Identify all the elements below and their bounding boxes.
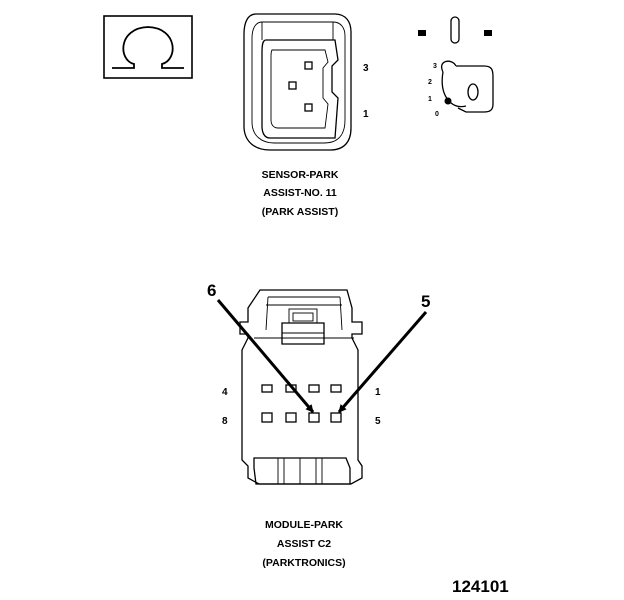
sensor-caption-line-3: (PARK ASSIST) — [262, 206, 338, 218]
callout-6-label: 6 — [207, 281, 216, 300]
module-connector: 4 1 8 5 — [222, 289, 381, 485]
ohm-icon — [103, 15, 193, 79]
module-caption-line-1: MODULE-PARK — [265, 519, 343, 531]
ignition-position-3: 3 — [433, 63, 437, 70]
ignition-position-2: 2 — [428, 79, 432, 86]
module-pin-5-label: 5 — [375, 416, 381, 427]
ignition-position-0: 0 — [435, 111, 439, 118]
module-pin-8-label: 8 — [222, 416, 228, 427]
sensor-caption-line-1: SENSOR-PARK — [262, 169, 339, 181]
sensor-caption-line-2: ASSIST-NO. 11 — [263, 187, 337, 199]
sensor-pin-1-label: 1 — [363, 109, 369, 120]
callout-5-label: 5 — [421, 292, 430, 311]
module-caption-line-2: ASSIST C2 — [277, 538, 331, 550]
ignition-position-1: 1 — [428, 96, 432, 103]
sensor-connector: 3 1 — [243, 13, 369, 151]
module-pin-1-label: 1 — [375, 387, 381, 398]
sensor-pin-3-label: 3 — [363, 63, 369, 74]
callout-arrow-6 — [216, 299, 315, 413]
figure-number: 124101 — [452, 577, 509, 596]
ignition-key-icon: 3 2 1 0 — [418, 16, 494, 118]
callout-arrow-5 — [337, 311, 428, 413]
module-pin-4-label: 4 — [222, 387, 228, 398]
module-caption-line-3: (PARKTRONICS) — [262, 557, 345, 569]
